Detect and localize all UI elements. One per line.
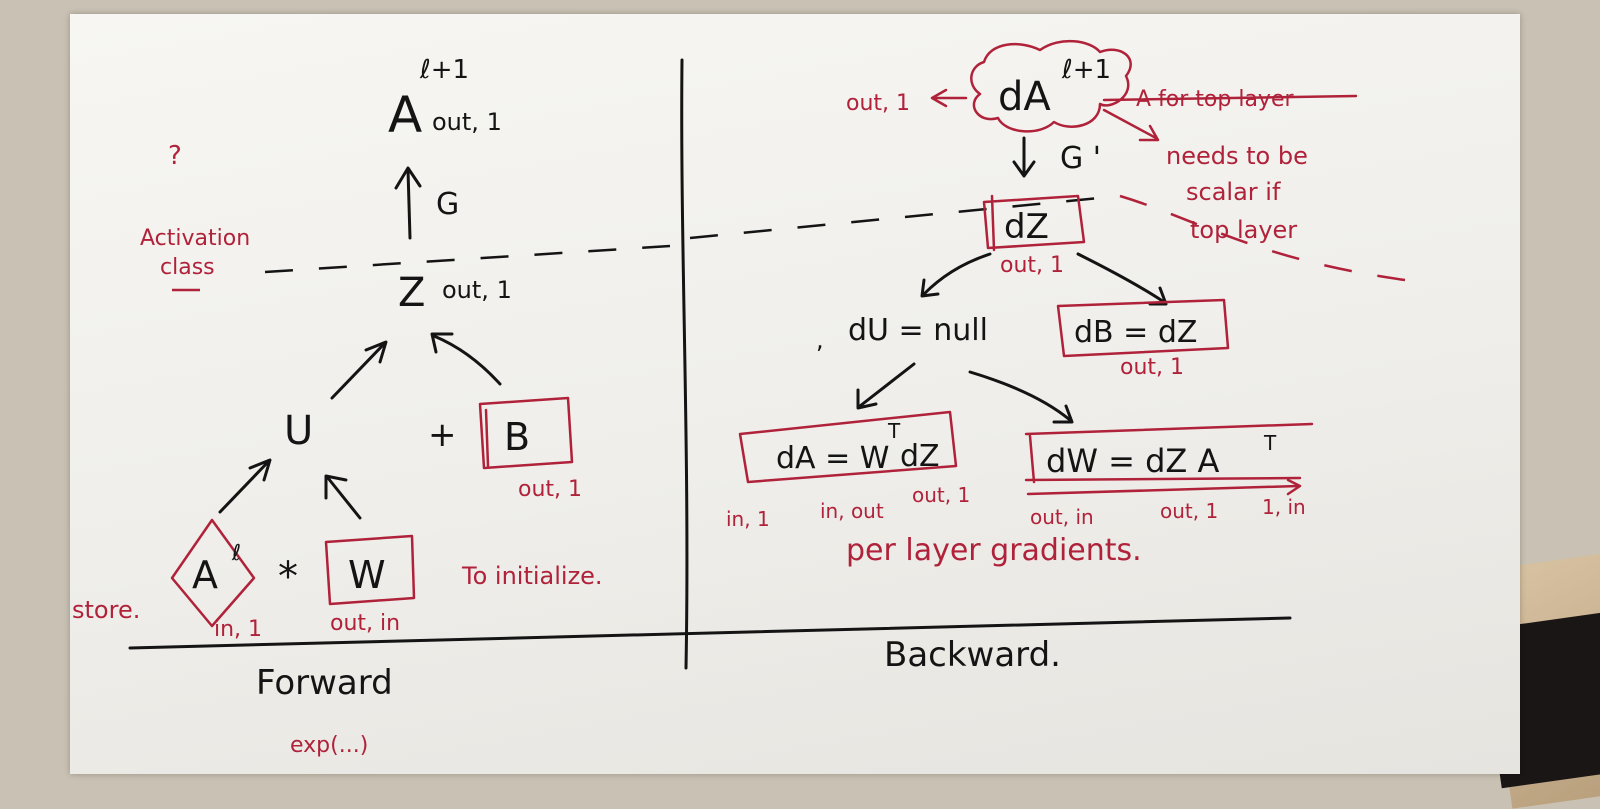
dw-dims-1: out, in [1030, 505, 1094, 529]
w-box [324, 534, 416, 606]
needs-note-3: top layer [1190, 216, 1297, 244]
to-initialize-note: To initialize. [461, 562, 603, 590]
activation-class-label-1: Activation [140, 226, 250, 251]
da-next-superscript: ℓ+1 [1061, 55, 1111, 85]
du-comma: , [816, 326, 824, 354]
arrow-b-to-z [430, 332, 502, 386]
backward-dashed-divider [689, 194, 1121, 240]
z-letter: Z [398, 270, 425, 316]
arrow-a-to-u [218, 458, 272, 514]
dw-label: dW = dZ A [1046, 442, 1220, 480]
g-label: G [436, 187, 459, 222]
diagram-canvas: A ℓ+1 out, 1 ? G Activation class Z out,… [72, 39, 1421, 757]
plus-sign: + [428, 415, 457, 455]
times-sign: * [278, 554, 298, 600]
question-mark: ? [168, 141, 182, 171]
backward-caption: Backward. [884, 635, 1061, 675]
a-l-superscript: ℓ [231, 541, 241, 566]
forward-caption: Forward [256, 663, 393, 703]
bottom-scribble: exp(...) [290, 733, 368, 757]
arrow-da-to-dz [1012, 136, 1036, 178]
dz-box [982, 194, 1086, 252]
paper-sheet [70, 14, 1520, 774]
w-dims: out, in [330, 611, 400, 636]
a-l-diamond [170, 518, 256, 628]
db-box [1056, 298, 1230, 358]
a-l-dims: in, 1 [214, 617, 262, 642]
store-note: store. [72, 596, 140, 624]
dw-transpose: T [1263, 431, 1277, 455]
arrow-du-to-da [856, 362, 916, 410]
a-l-letter: A [192, 553, 218, 597]
dw-dims-arrow [1026, 478, 1302, 496]
da-transpose: T [887, 419, 901, 443]
arrow-dz-to-du [920, 252, 992, 298]
arrow-to-out1-left [930, 88, 968, 108]
activation-class-label-2: class [160, 255, 215, 280]
right-red-dashed-divider [1119, 194, 1421, 284]
u-letter: U [284, 408, 313, 454]
da-tail: dZ [900, 439, 940, 474]
dz-dims: out, 1 [1000, 253, 1064, 278]
out1-left-label: out, 1 [846, 91, 910, 116]
a-next-superscript: ℓ+1 [419, 55, 469, 85]
w-letter: W [348, 553, 386, 597]
g-prime-label: G ' [1060, 141, 1101, 176]
dw-dims-2: out, 1 [1160, 499, 1218, 523]
b-dims: out, 1 [518, 477, 582, 502]
dw-dims-3: 1, in [1262, 495, 1306, 519]
a-next-dims: out, 1 [432, 108, 502, 136]
da-dims-2: in, out [820, 499, 884, 523]
b-box [478, 396, 574, 470]
db-label: dB = dZ [1074, 315, 1197, 350]
needs-note-2: scalar if [1186, 178, 1281, 206]
arrow-z-to-a [394, 166, 422, 240]
struck-note-strike [1102, 94, 1358, 102]
arrow-dz-to-db [1076, 252, 1168, 306]
da-label: dA = W [776, 441, 889, 476]
dz-letter: dZ [1004, 207, 1049, 247]
da-box [738, 410, 958, 484]
da-dims-3: out, 1 [912, 483, 970, 507]
arrow-w-to-u [324, 474, 362, 520]
dw-box [1024, 422, 1314, 484]
arrow-u-to-z [330, 340, 388, 400]
arrow-du-to-dw [968, 370, 1074, 424]
vertical-divider [680, 58, 689, 670]
forward-dashed-divider [264, 244, 671, 274]
a-next-letter: A [388, 86, 422, 144]
du-label: dU = null [848, 313, 988, 348]
needs-note-1: needs to be [1166, 142, 1308, 170]
db-dims: out, 1 [1120, 355, 1184, 380]
da-next-cloud [970, 39, 1132, 133]
da-dims-1: in, 1 [726, 507, 770, 531]
z-dims: out, 1 [442, 276, 512, 304]
per-layer-gradients-note: per layer gradients. [846, 533, 1142, 568]
baseline-rule [128, 616, 1292, 650]
arrow-to-needs-note [1102, 108, 1160, 142]
b-letter: B [504, 415, 530, 459]
da-next-letter: dA [998, 74, 1051, 120]
